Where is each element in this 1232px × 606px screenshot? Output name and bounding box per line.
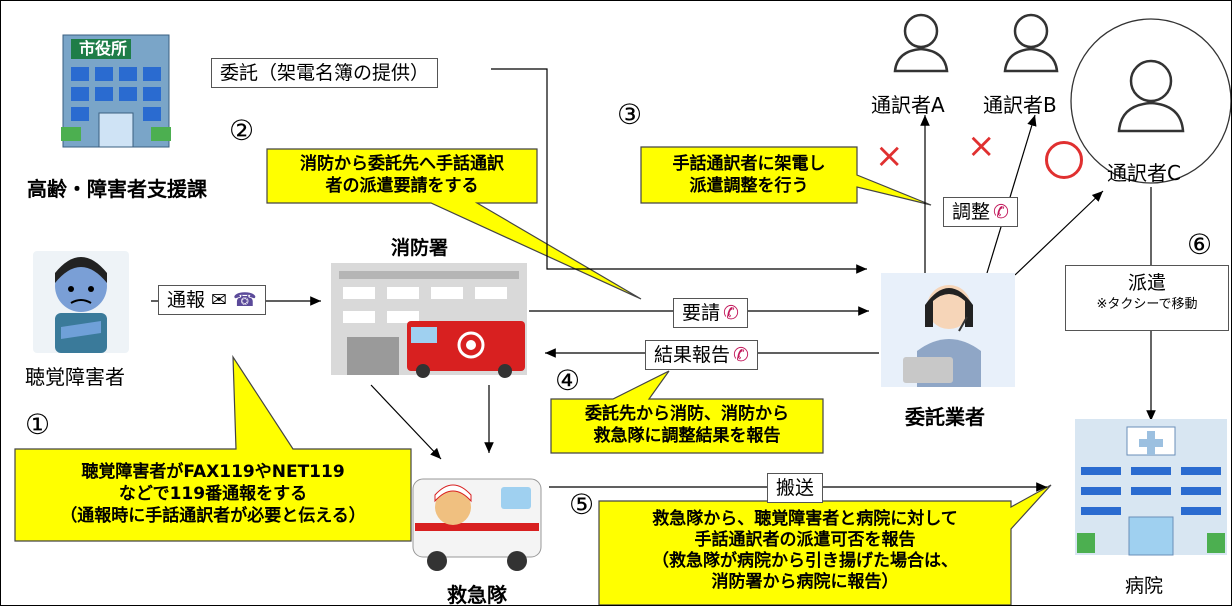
fire-station-label: 消防署 [391, 237, 449, 259]
deaf-person-icon [33, 251, 129, 353]
interpreter-a-person-icon [893, 13, 949, 73]
to-interpreter-b-arrow [986, 114, 1037, 274]
dispatch-label: 派遣 [1127, 272, 1166, 294]
coordinate-label-box: 調整✆ [943, 197, 1018, 227]
dispatch-label-box: 派遣 ※タクシーで移動 [1065, 265, 1229, 331]
request-label: 要請 [682, 302, 721, 324]
phone-icon: ✆ [993, 201, 1009, 223]
dispatch-note: ※タクシーで移動 [1096, 297, 1198, 312]
step-1-number: ① [25, 408, 51, 441]
interpreter-a-label: 通訳者A [871, 93, 945, 117]
unavailable-mark-b: × [967, 126, 996, 166]
callout-3-bubble [640, 146, 932, 206]
ambulance-icon [412, 478, 542, 571]
phone-icon: ✆ [733, 344, 749, 366]
result-label: 結果報告 [654, 344, 731, 366]
step-3-number: ③ [617, 98, 643, 131]
coordinate-label: 調整 [952, 201, 991, 223]
step-2-number: ② [229, 114, 255, 147]
transport-label-box: 搬送 [767, 473, 824, 503]
hospital-label: 病院 [1125, 575, 1164, 597]
interpreter-c-label: 通訳者C [1107, 161, 1181, 185]
city-hall-sign: 市役所 [79, 39, 128, 58]
interpreter-b-person-icon [1003, 13, 1059, 73]
consign-label: 委託（架電名簿の提供） [220, 62, 430, 84]
available-mark-c [1045, 141, 1083, 179]
callout-1-bubble [14, 354, 412, 542]
step-6-number: ⑥ [1187, 228, 1213, 261]
callout-1-text: 聴覚障害者がFAX119やNET119 などで119番通報をする （通報時に手話… [60, 462, 366, 526]
callout-2-text: 消防から委託先へ手話通訳 者の派遣要請をする [300, 154, 504, 196]
unavailable-mark-a: × [875, 136, 904, 176]
step-4-number: ④ [555, 364, 581, 397]
report-label-box: 通報 ✉ ☎ [158, 285, 266, 315]
mail-icon: ✉ [211, 289, 227, 311]
to-interpreter-c-arrow [1014, 190, 1104, 276]
callout-3-text: 手話通訳者に架電し 派遣調整を行う [672, 154, 826, 196]
contractor-label: 委託業者 [905, 405, 985, 429]
result-label-box: 結果報告✆ [645, 340, 758, 370]
callout-4-text: 委託先から消防、消防から 救急隊に調整結果を報告 [585, 404, 789, 446]
callout-4-bubble [550, 370, 824, 454]
callout-2-bubble [266, 148, 642, 300]
phone-icon: ✆ [723, 302, 739, 324]
step-5-number: ⑤ [569, 488, 595, 521]
callout-5-text: 救急隊から、聴覚障害者と病院に対して 手話通訳者の派遣可否を報告 （救急隊が病院… [652, 509, 958, 592]
request-label-box: 要請✆ [673, 298, 748, 328]
interpreter-c-circle [1070, 18, 1231, 184]
city-hall-icon [61, 34, 171, 148]
city-dept-label: 高齢・障害者支援課 [27, 177, 207, 201]
consign-line [491, 68, 867, 274]
fax-icon: ☎ [233, 289, 257, 311]
consign-label-box: 委託（架電名簿の提供） [211, 58, 439, 88]
callout-5-bubble [598, 484, 1052, 605]
report-label: 通報 [167, 289, 206, 311]
hospital-icon [1075, 419, 1227, 556]
interpreter-b-label: 通訳者B [983, 93, 1057, 117]
fire-station-icon [331, 263, 527, 378]
interpreter-c-person-icon [1117, 59, 1185, 133]
contractor-icon [881, 273, 1015, 387]
ambulance-label: 救急隊 [447, 583, 507, 606]
to-ambulance-arrow-1 [370, 384, 442, 460]
deaf-person-label: 聴覚障害者 [25, 365, 125, 389]
transport-label: 搬送 [776, 477, 815, 499]
